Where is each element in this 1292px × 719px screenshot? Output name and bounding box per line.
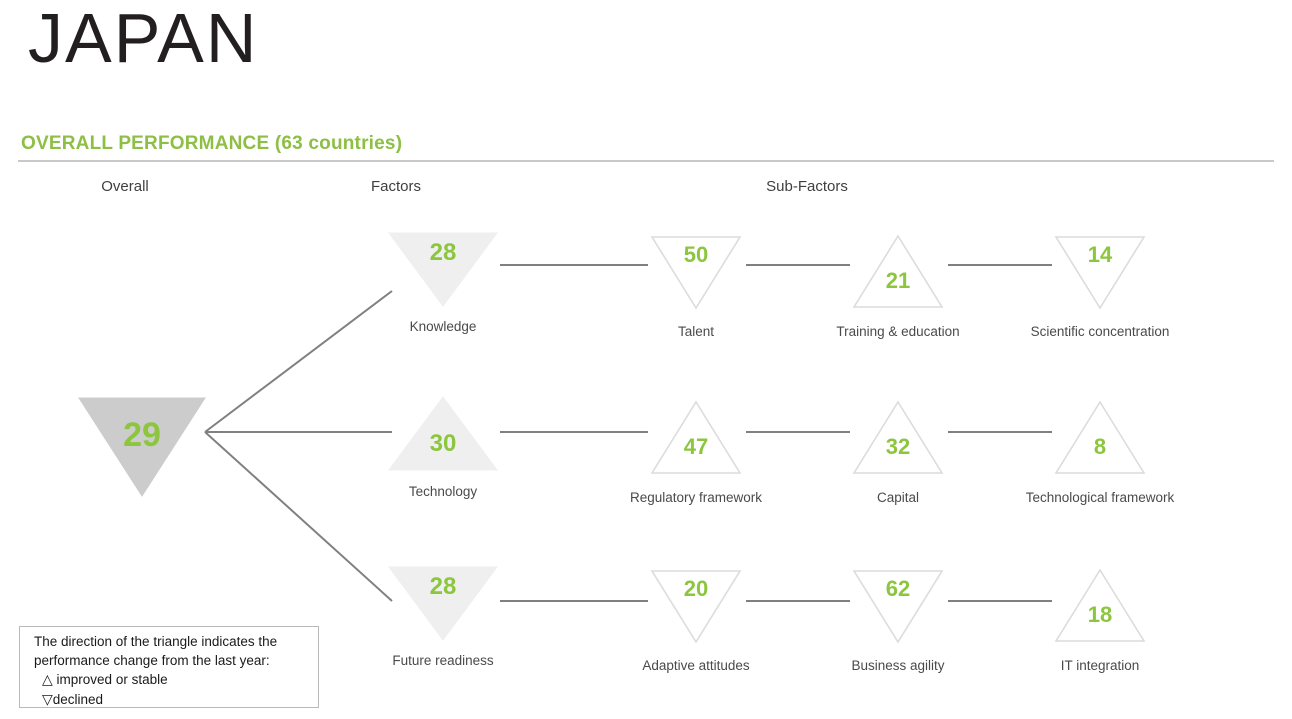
business-agility-label: Business agility [851,658,945,673]
technological-framework-rank-value: 8 [1093,434,1107,459]
triangle-down-glyph-icon: ▽ [42,690,53,707]
legend-declined-label: declined [52,691,104,707]
legend-line-1: The direction of the triangle indicates … [34,634,278,649]
section-heading: OVERALL PERFORMANCE (63 countries) [21,133,403,154]
node-factor-knowledge[interactable]: 28 Knowledge [313,231,573,335]
it-integration-label: IT integration [1060,658,1140,673]
triangle-down-filled-icon [388,566,498,641]
triangle-down-outline-icon [650,236,742,310]
node-subfactor-technological-framework[interactable]: 8 Technological framework [970,400,1230,506]
it-integration-triangle-wrap: 18 [1054,568,1146,644]
business-agility-triangle-wrap: 62 [852,568,944,644]
triangle-up-outline-icon [1054,400,1146,474]
regulatory-framework-triangle-wrap: 47 [650,400,742,476]
connector-overall-knowledge [204,290,393,433]
technological-framework-triangle-wrap: 8 [1054,400,1146,476]
triangle-up-outline-icon [650,400,742,474]
node-subfactor-talent[interactable]: 50 Talent [566,234,826,340]
node-subfactor-it-integration[interactable]: 18 IT integration [970,568,1230,674]
node-factor-future-readiness[interactable]: 28 Future readiness [313,565,573,669]
node-subfactor-regulatory-framework[interactable]: 47 Regulatory framework [566,400,826,506]
section-divider [18,160,1274,162]
talent-label: Talent [677,324,715,339]
talent-rank-value: 50 [683,242,709,267]
scientific-concentration-label: Scientific concentration [1030,324,1170,339]
training-education-rank-value: 21 [885,268,911,293]
future-readiness-label: Future readiness [392,653,494,668]
node-subfactor-training-education[interactable]: 21 Training & education [768,234,1028,340]
training-education-label: Training & education [836,324,960,339]
triangle-down-outline-icon [1054,236,1146,310]
triangle-up-outline-icon [852,400,944,474]
node-subfactor-adaptive-attitudes[interactable]: 20 Adaptive attitudes [566,568,826,674]
overall-triangle-wrap: 29 [78,396,206,497]
adaptive-attitudes-rank-value: 20 [683,576,709,601]
knowledge-rank-value: 28 [429,239,457,266]
future-readiness-rank-value: 28 [429,573,457,600]
technology-triangle-wrap: 30 [388,396,498,472]
adaptive-attitudes-triangle-wrap: 20 [650,568,742,644]
legend-line-2: performance change from the last year: [34,652,270,668]
page-title: JAPAN [28,0,259,77]
technology-label: Technology [408,484,478,499]
column-header-factors: Factors [370,178,421,195]
business-agility-rank-value: 62 [885,576,911,601]
node-overall[interactable]: 29 [9,396,275,497]
regulatory-framework-rank-value: 47 [683,434,709,459]
capital-triangle-wrap: 32 [852,400,944,476]
regulatory-framework-label: Regulatory framework [629,490,763,505]
legend-declined-row: ▽declined [34,690,308,710]
node-subfactor-capital[interactable]: 32 Capital [768,400,1028,506]
node-subfactor-business-agility[interactable]: 62 Business agility [768,568,1028,674]
future-readiness-triangle-wrap: 28 [388,565,498,641]
scientific-concentration-triangle-wrap: 14 [1054,234,1146,310]
triangle-up-filled-icon [388,396,498,471]
node-subfactor-scientific-concentration[interactable]: 14 Scientific concentration [970,234,1230,340]
knowledge-label: Knowledge [409,319,477,334]
legend-improved-label: improved or stable [56,672,168,688]
legend-box: The direction of the triangle indicates … [19,626,319,708]
triangle-up-glyph-icon: △ [42,671,53,688]
knowledge-triangle-wrap: 28 [388,231,498,307]
triangle-down-outline-icon [852,570,944,644]
triangle-down-outline-icon [650,570,742,644]
technology-rank-value: 30 [429,430,457,457]
column-header-overall: Overall [101,178,149,195]
technological-framework-label: Technological framework [1025,490,1175,505]
adaptive-attitudes-label: Adaptive attitudes [642,658,750,673]
overall-rank-value: 29 [123,416,161,454]
scientific-concentration-rank-value: 14 [1087,242,1113,267]
connector-overall-future [204,431,393,602]
legend-improved-row: △ improved or stable [34,670,308,690]
training-education-triangle-wrap: 21 [852,234,944,310]
column-header-subfactors: Sub-Factors [766,178,848,195]
node-factor-technology[interactable]: 30 Technology [313,396,573,500]
capital-label: Capital [876,490,920,505]
capital-rank-value: 32 [885,434,911,459]
talent-triangle-wrap: 50 [650,234,742,310]
triangle-down-filled-icon [388,232,498,307]
triangle-up-outline-icon [1054,568,1146,642]
triangle-down-filled-icon [78,397,206,497]
triangle-up-outline-icon [852,234,944,308]
it-integration-rank-value: 18 [1087,602,1113,627]
